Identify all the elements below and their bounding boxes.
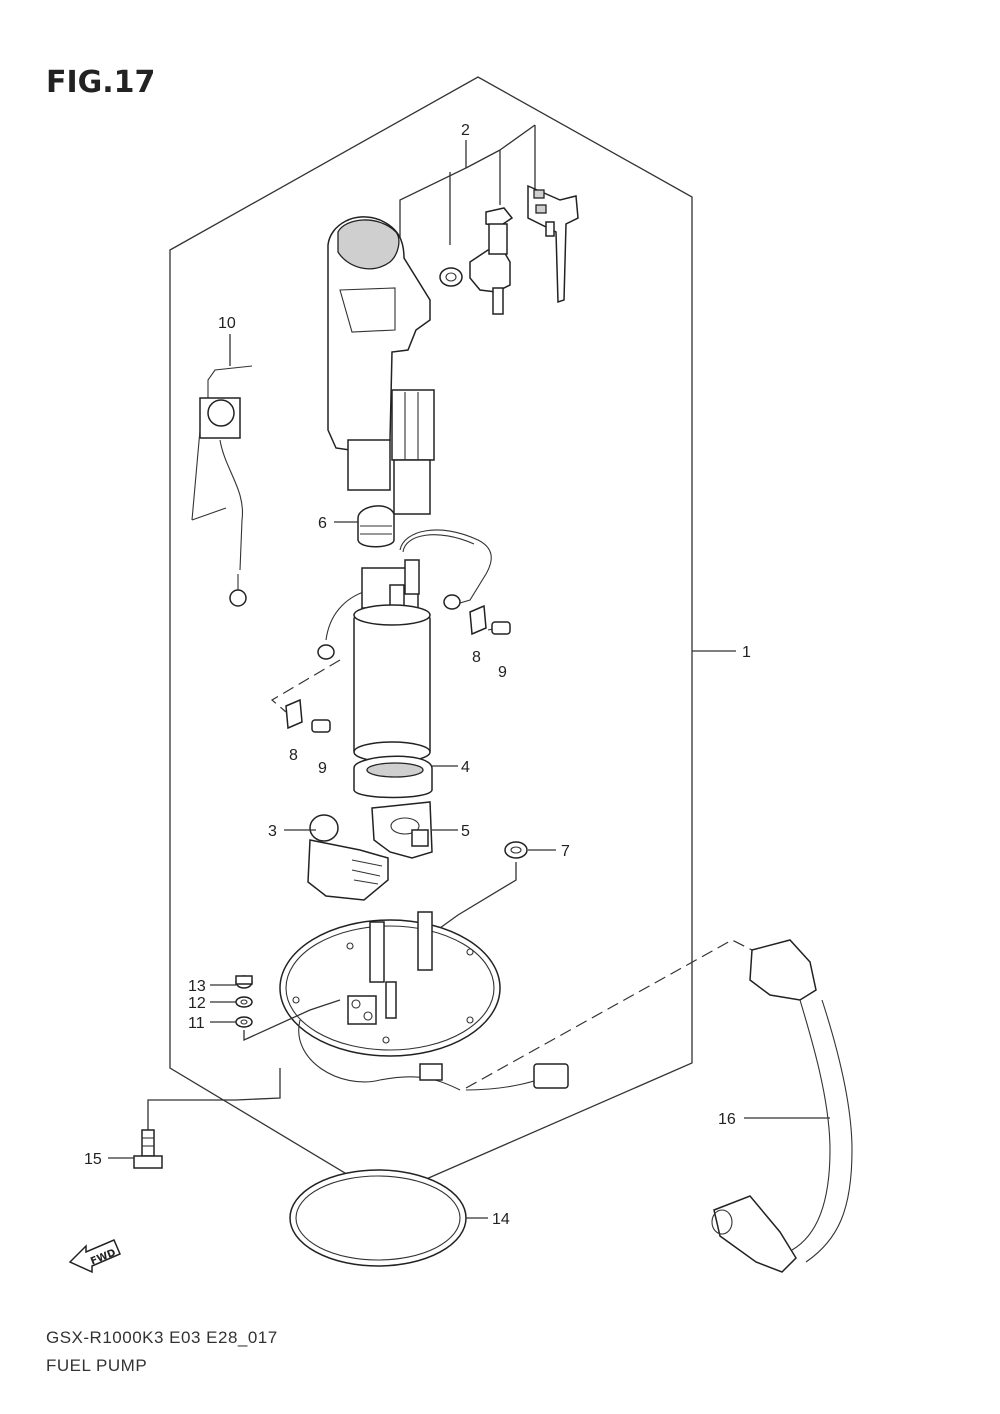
fwd-arrow-icon: FWD <box>68 1239 121 1274</box>
part-5-holder <box>371 801 433 859</box>
callout-9-left: 9 <box>318 760 327 777</box>
callout-15: 15 <box>84 1151 102 1168</box>
callout-8-right: 8 <box>472 649 481 666</box>
part-4-bracket <box>353 755 433 799</box>
assembly-boundary <box>169 76 693 1198</box>
callout-3: 3 <box>268 823 277 840</box>
model-code-caption: GSX-R1000K3 E03 E28_017 <box>46 1328 278 1347</box>
part-11-12-13-fasteners <box>235 975 341 1042</box>
callout-11: 11 <box>188 1015 205 1032</box>
callout-10: 10 <box>218 315 236 332</box>
dash-line-left-screws <box>270 659 341 713</box>
part-3-filter <box>307 814 389 901</box>
callout-13: 13 <box>188 978 206 995</box>
part-15-leader-path <box>147 1068 281 1138</box>
callout-16: 16 <box>718 1111 736 1128</box>
fuel-pump-motor <box>317 529 492 763</box>
part-7-o-ring <box>439 841 528 929</box>
callout-9-right: 9 <box>498 664 507 681</box>
dash-line-hose <box>465 939 753 1089</box>
part-6-cushion <box>357 505 395 548</box>
callout-4: 4 <box>461 759 470 776</box>
callout-8-left: 8 <box>289 747 298 764</box>
part-8-9-left <box>285 698 331 733</box>
part-2-group <box>399 124 579 315</box>
pump-base-plate <box>279 911 569 1091</box>
callout-2: 2 <box>461 122 470 139</box>
callout-6: 6 <box>318 515 327 532</box>
figure-name-caption: FUEL PUMP <box>46 1356 147 1375</box>
part-14-gasket <box>289 1169 467 1267</box>
callout-12: 12 <box>188 995 206 1012</box>
part-8-9-right <box>469 604 511 636</box>
part-16-fuel-hose <box>711 939 853 1273</box>
callout-1: 1 <box>742 644 751 661</box>
part-10-fuel-level-sender <box>191 365 253 607</box>
part-15-bolt <box>133 1129 163 1169</box>
callout-5: 5 <box>461 823 470 840</box>
fuel-pump-housing <box>327 216 435 515</box>
figure-title: FIG.17 <box>46 65 155 100</box>
callout-7: 7 <box>561 843 570 860</box>
callout-14: 14 <box>492 1211 510 1228</box>
